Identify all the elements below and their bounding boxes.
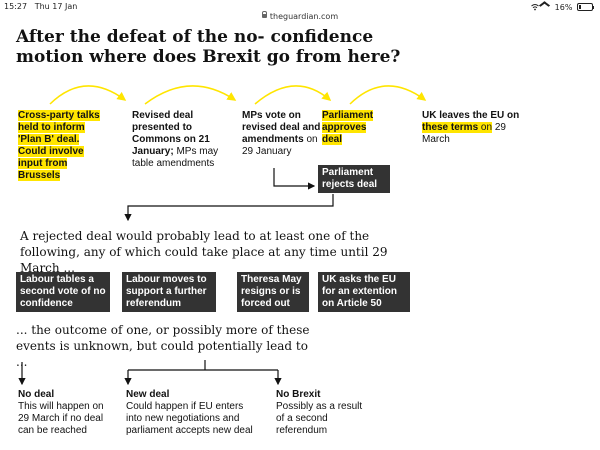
outcome-no-brexit-text: Possibly as a result of a second referen…: [276, 401, 363, 436]
wifi-icon: [530, 4, 539, 11]
event-labour-no-confidence: Labour tables a second vote of no confid…: [16, 272, 110, 312]
battery-percent: 16%: [554, 3, 573, 12]
outcome-no-deal: No deal This will happen on 29 March if …: [18, 389, 108, 437]
headline: After the defeat of the no- confidence m…: [16, 27, 401, 67]
arc-arrow-2: [144, 85, 237, 105]
reject-arrow: [273, 168, 316, 190]
status-indicators: 16%: [530, 1, 594, 12]
outcome-new-deal-title: New deal: [126, 389, 170, 400]
status-date: Thu 17 Jan: [34, 2, 78, 11]
lock-icon: [261, 11, 268, 18]
arc-arrow-1: [49, 85, 127, 105]
outcome-new-deal-text: Could happen if EU enters into new negot…: [126, 401, 253, 436]
event-article-50-extension: UK asks the EU for an extention on Artic…: [318, 272, 410, 312]
event-may-resigns: Theresa May resigns or is forced out: [237, 272, 309, 312]
status-time-date: 15:27 Thu 17 Jan: [4, 2, 77, 11]
event-labour-referendum: Labour moves to support a further refere…: [122, 272, 216, 312]
arc-arrow-3: [254, 85, 332, 105]
status-time: 15:27: [4, 2, 28, 11]
outcome-no-deal-text: This will happen on 29 March if no deal …: [18, 401, 104, 436]
rejected-intro: A rejected deal would probably lead to a…: [20, 229, 388, 275]
rejects-down-line: [124, 194, 334, 222]
outcome-intro: ... the outcome of one, or possibly more…: [16, 323, 310, 369]
step-cross-party-talks: Cross-party talks held to inform 'Plan B…: [18, 110, 100, 181]
outcome-no-brexit: No Brexit Possibly as a result of a seco…: [276, 389, 368, 437]
outcome-branch: [128, 360, 278, 371]
step-parliament-approves: Parliament approves deal: [322, 110, 374, 145]
step-uk-leaves: UK leaves the EU on these terms on 29 Ma…: [422, 110, 520, 145]
outcome-new-deal: New deal Could happen if EU enters into …: [126, 389, 261, 437]
outcome-no-brexit-title: No Brexit: [276, 389, 321, 400]
step-mps-vote: MPs vote on revised deal and amendments …: [242, 110, 321, 157]
outcome-no-deal-title: No deal: [18, 389, 55, 400]
url-text: theguardian.com: [269, 12, 339, 21]
step-revised-deal: Revised deal presented to Commons on 21 …: [132, 110, 219, 169]
address-bar[interactable]: theguardian.com: [0, 11, 600, 21]
battery-icon: [577, 3, 593, 11]
parliament-rejects-box: Parliament rejects deal: [318, 165, 390, 193]
arc-arrow-4: [349, 85, 427, 105]
